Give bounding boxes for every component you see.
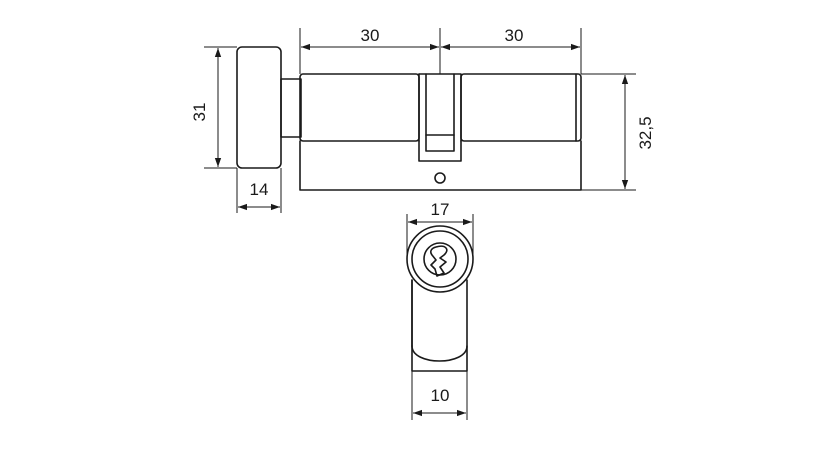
lower-body [299, 140, 582, 191]
knob-shaft [280, 78, 302, 138]
plug-outer [406, 225, 474, 293]
cylinder-right-half [460, 73, 582, 142]
dim-right-length-label: 30 [505, 26, 524, 45]
dim-profile-width: 17 [406, 200, 474, 259]
plug-inner [411, 230, 469, 288]
profile-view [406, 225, 474, 372]
dim-knob-width: 14 [236, 168, 282, 213]
cam-slot [418, 73, 462, 142]
dim-profile-width-label: 17 [431, 200, 450, 219]
dim-cylinder-height: 32,5 [581, 73, 655, 191]
cam [418, 134, 462, 162]
dim-knob-diameter: 31 [190, 46, 237, 169]
dim-right-length: 30 [441, 26, 582, 74]
keyway-ring [423, 242, 457, 276]
thumbturn-knob [236, 46, 282, 169]
fixing-screw-hole [434, 172, 446, 184]
dim-knob-width-label: 14 [250, 180, 269, 199]
dim-knob-diameter-label: 31 [190, 103, 209, 122]
keyway [429, 245, 448, 277]
side-view [236, 46, 582, 191]
dim-body-width: 10 [411, 371, 468, 420]
cylinder-left-half [299, 73, 420, 142]
dim-body-width-label: 10 [431, 386, 450, 405]
dim-left-length-label: 30 [361, 26, 380, 45]
dim-cylinder-height-label: 32,5 [636, 116, 655, 149]
dim-left-length: 30 [299, 26, 441, 74]
